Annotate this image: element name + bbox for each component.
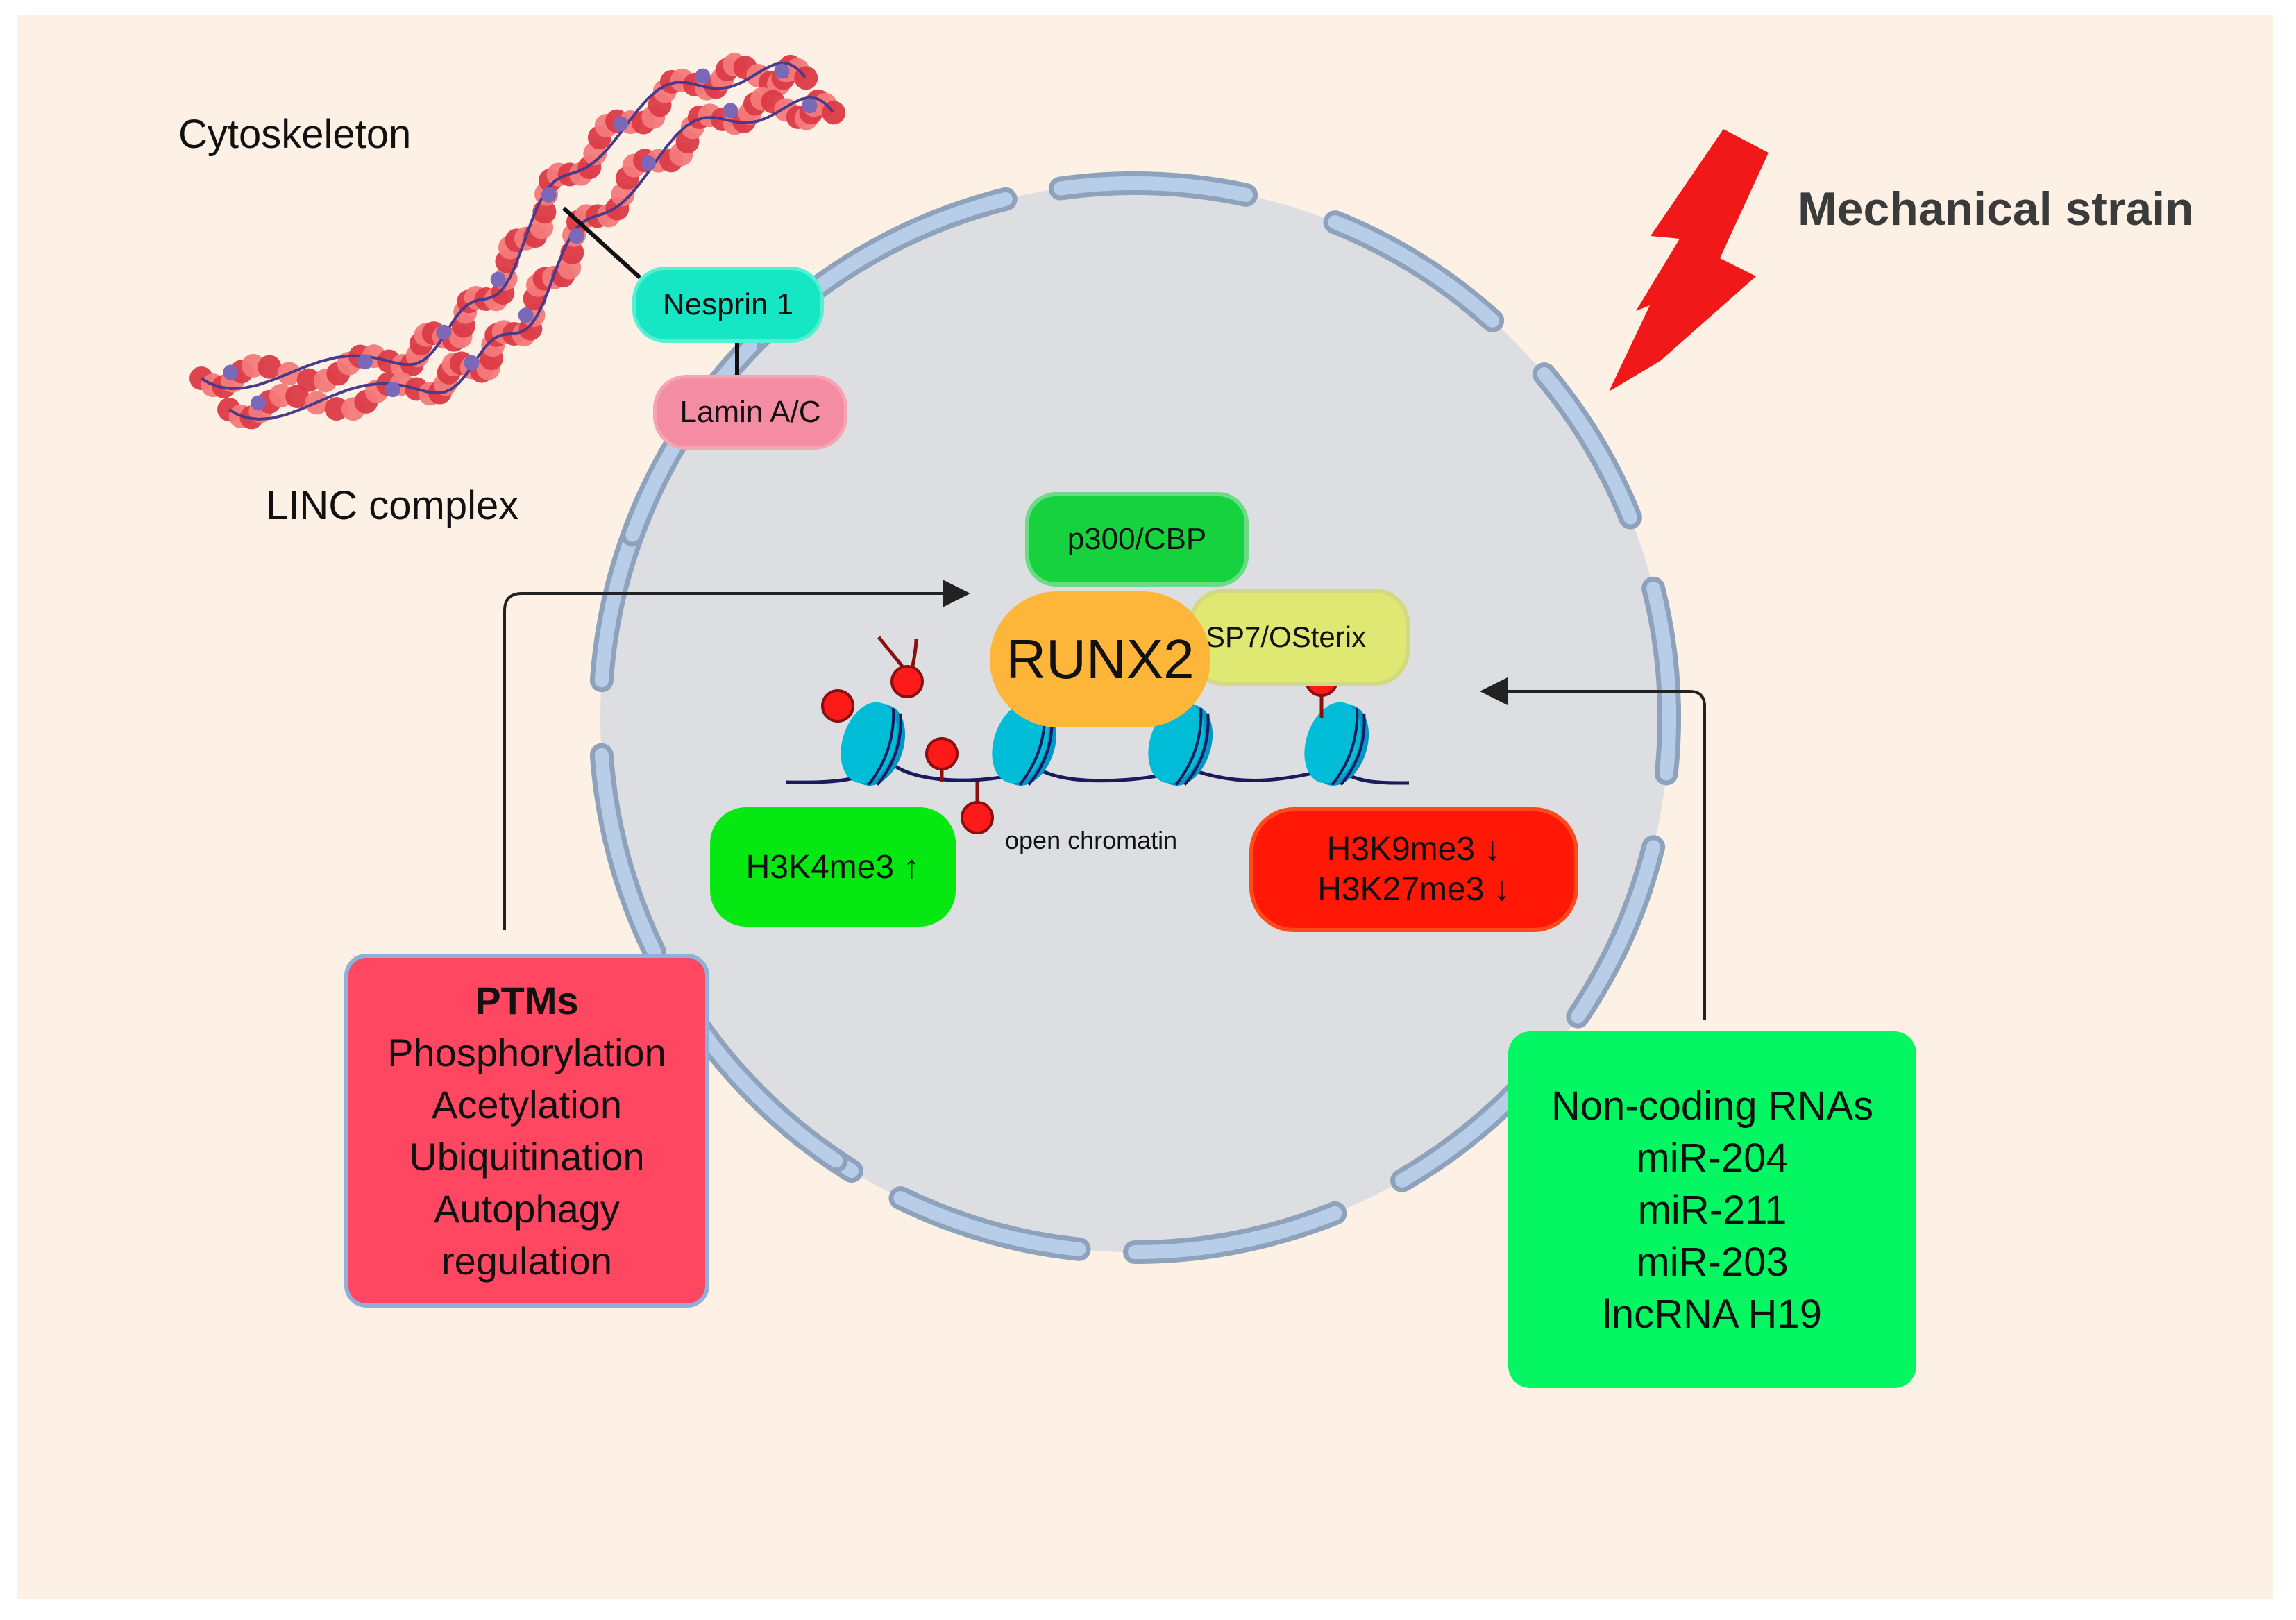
nesprin-node: Nesprin 1 bbox=[632, 267, 824, 343]
ptm-item: Phosphorylation bbox=[387, 1031, 666, 1074]
myosin-bead bbox=[357, 354, 373, 370]
nucleosomes bbox=[841, 702, 1369, 786]
connector-line bbox=[562, 206, 642, 280]
runx2-label: RUNX2 bbox=[1006, 628, 1195, 690]
nesprin-label: Nesprin 1 bbox=[662, 287, 794, 321]
h3k4me3-label: H3K4me3 ↑ bbox=[745, 848, 920, 886]
ptm-item: Acetylation bbox=[432, 1083, 622, 1127]
arrow-left-icon bbox=[1480, 677, 1706, 1020]
cytoskeleton-label: Cytoskeleton bbox=[178, 112, 412, 157]
myosin-bead bbox=[223, 364, 239, 380]
ptm-item: regulation bbox=[441, 1239, 612, 1283]
myosin-bead bbox=[723, 103, 738, 119]
myosin-bead bbox=[490, 271, 506, 287]
mechanical-strain-label: Mechanical strain bbox=[1798, 183, 2194, 235]
ptms-box: PTMs Phosphorylation Acetylation Ubiquit… bbox=[344, 954, 709, 1308]
myosin-bead bbox=[385, 382, 400, 398]
sp7-node: SP7/OSterix bbox=[1189, 589, 1410, 686]
ptm-item: Autophagy bbox=[434, 1187, 620, 1231]
p300-label: p300/CBP bbox=[1067, 522, 1207, 556]
open-chromatin-label: open chromatin bbox=[1005, 826, 1178, 854]
methyl-mark bbox=[961, 801, 994, 834]
myosin-bead bbox=[568, 228, 584, 244]
dna-strand bbox=[786, 761, 1410, 785]
ncrna-item: lncRNA H19 bbox=[1603, 1291, 1822, 1337]
ncrna-item: miR-204 bbox=[1636, 1135, 1789, 1181]
actin-filament bbox=[217, 87, 846, 430]
lamin-label: Lamin A/C bbox=[679, 395, 821, 429]
ncrna-item: miR-211 bbox=[1637, 1187, 1787, 1233]
myosin-bead bbox=[774, 63, 790, 79]
ncrna-item: miR-203 bbox=[1636, 1239, 1789, 1285]
cytoskeleton-filaments bbox=[189, 53, 846, 430]
actin-filament bbox=[189, 53, 818, 398]
h3k4me3-node: H3K4me3 ↑ bbox=[710, 807, 956, 927]
arrow-right-icon bbox=[503, 580, 970, 930]
myosin-bead bbox=[251, 395, 267, 411]
nucleosome bbox=[841, 702, 906, 786]
methyl-mark bbox=[821, 689, 854, 723]
myosin-bead bbox=[518, 307, 534, 323]
myosin-bead bbox=[464, 355, 480, 371]
methyl-mark bbox=[925, 737, 959, 770]
runx2-node: RUNX2 bbox=[990, 591, 1210, 727]
ptm-item: Ubiquitination bbox=[409, 1135, 645, 1179]
myosin-bead bbox=[802, 98, 818, 114]
noncoding-rna-box: Non-coding RNAs miR-204 miR-211 miR-203 … bbox=[1508, 1031, 1916, 1388]
repressive-marks-node: H3K9me3 ↓ H3K27me3 ↓ bbox=[1249, 807, 1578, 932]
linc-complex-label: LINC complex bbox=[266, 483, 519, 528]
myosin-bead bbox=[640, 155, 656, 171]
myosin-bead bbox=[436, 324, 452, 340]
sp7-label: SP7/OSterix bbox=[1206, 621, 1367, 653]
methyl-mark bbox=[890, 665, 924, 698]
myosin-bead bbox=[541, 187, 557, 203]
myosin-bead bbox=[612, 116, 628, 132]
lightning-bolt-icon bbox=[1609, 129, 1769, 391]
p300-node: p300/CBP bbox=[1025, 492, 1249, 587]
h3k27me3-label: H3K27me3 ↓ bbox=[1317, 871, 1510, 908]
myosin-bead bbox=[695, 68, 711, 84]
noncoding-title: Non-coding RNAs bbox=[1551, 1083, 1874, 1129]
lamin-node: Lamin A/C bbox=[653, 375, 847, 450]
nucleosome bbox=[1304, 702, 1369, 786]
h3k9me3-label: H3K9me3 ↓ bbox=[1326, 831, 1501, 868]
ptms-title: PTMs bbox=[475, 979, 579, 1022]
